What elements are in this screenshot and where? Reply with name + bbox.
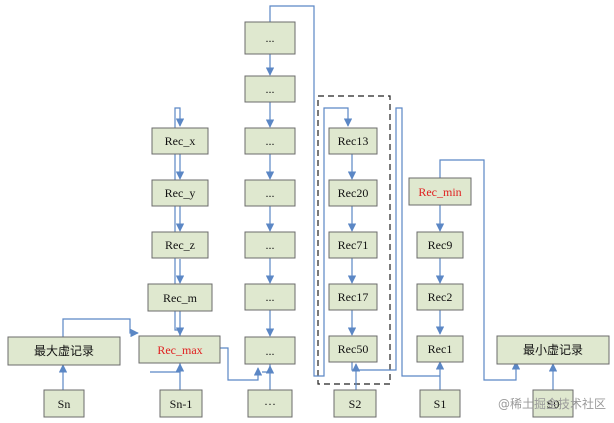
node-rec-x-label: Rec_x <box>165 134 196 148</box>
node-rec71: Rec71 <box>328 231 378 259</box>
node-rec50: Rec50 <box>328 335 378 363</box>
node-rec9: Rec9 <box>416 231 464 259</box>
node-dots-6: ... <box>244 283 296 311</box>
node-s1: S1 <box>419 389 461 418</box>
edge-rec50-to-recmin <box>351 107 440 377</box>
column-dots: ... ... ... ... ... ... ... <box>244 21 296 365</box>
group-dashed-box <box>317 95 391 385</box>
node-rec13: Rec13 <box>328 127 378 155</box>
node-dots-2: ... <box>244 75 296 103</box>
node-rec13-label: Rec13 <box>338 134 369 148</box>
node-dots-5-label: ... <box>266 238 275 252</box>
node-rec-m: Rec_m <box>147 283 213 312</box>
edge-col2-top-loop <box>269 5 353 377</box>
column-rec13: Rec13 Rec20 Rec71 Rec17 Rec50 <box>328 127 378 363</box>
slot-row: Sn Sn-1 ··· S2 S1 S0 <box>43 389 574 418</box>
node-rec1: Rec1 <box>416 335 464 363</box>
node-dots-4: ... <box>244 179 296 207</box>
node-s-dots-label: ··· <box>264 397 276 411</box>
node-dots-3-label: ... <box>266 134 275 148</box>
edge-recmax-to-col2 <box>220 347 263 381</box>
node-s1-label: S1 <box>434 397 447 411</box>
edge-recmax-out <box>150 363 181 373</box>
node-dots-1-label: ... <box>266 31 275 45</box>
node-s-dots: ··· <box>247 389 293 418</box>
node-sn1-label: Sn-1 <box>170 397 193 411</box>
node-dots-4-label: ... <box>266 186 275 200</box>
node-rec17-label: Rec17 <box>338 290 369 304</box>
watermark-text: @稀土掘金技术社区 <box>498 396 606 411</box>
node-rec-z-label: Rec_z <box>165 238 195 252</box>
node-rec9-label: Rec9 <box>428 238 453 252</box>
node-dots-1: ... <box>244 21 296 55</box>
node-rec20-label: Rec20 <box>338 186 369 200</box>
node-dots-7-label: ... <box>266 344 275 358</box>
node-dots-7: ... <box>244 336 296 365</box>
node-rec-x: Rec_x <box>151 127 209 155</box>
node-s2-label: S2 <box>349 397 362 411</box>
node-rec-max-label: Rec_max <box>157 343 202 357</box>
node-rec-max: Rec_max <box>138 335 221 364</box>
edge-d8-to-d1 <box>262 364 271 373</box>
node-rec2: Rec2 <box>416 283 464 311</box>
node-rec1-label: Rec1 <box>428 342 453 356</box>
node-rec-min-label: Rec_min <box>418 185 461 199</box>
node-sn1: Sn-1 <box>159 389 203 418</box>
node-rec-z: Rec_z <box>151 231 209 259</box>
node-sn-label: Sn <box>58 397 71 411</box>
node-s2: S2 <box>333 389 377 418</box>
node-s0-label: S0 <box>547 397 560 411</box>
node-rec50-label: Rec50 <box>338 342 369 356</box>
node-rec17: Rec17 <box>328 283 378 311</box>
node-dots-5: ... <box>244 231 296 259</box>
node-rec20: Rec20 <box>328 179 378 207</box>
edge-max-to-recmax <box>62 318 139 338</box>
node-dots-2-label: ... <box>266 82 275 96</box>
node-rec-y: Rec_y <box>151 179 209 207</box>
node-min-virtual: 最小虚记录 <box>496 335 610 365</box>
node-s0: S0 <box>532 389 574 418</box>
node-min-virtual-label: 最小虚记录 <box>523 343 583 357</box>
column-rec-x: Rec_x Rec_y Rec_z Rec_m Rec_max <box>138 127 221 364</box>
node-max-virtual: 最大虚记录 <box>7 336 121 366</box>
node-sn: Sn <box>43 389 85 418</box>
node-rec71-label: Rec71 <box>338 238 369 252</box>
node-dots-6-label: ... <box>266 290 275 304</box>
node-max-virtual-label: 最大虚记录 <box>34 344 94 358</box>
edges <box>58 5 558 390</box>
edge-recmin-loop <box>439 159 521 381</box>
node-rec-m-label: Rec_m <box>163 291 198 305</box>
node-rec-min: Rec_min <box>408 177 472 206</box>
node-dots-3: ... <box>244 127 296 155</box>
node-rec-y-label: Rec_y <box>165 186 196 200</box>
column-rec-min: Rec_min Rec9 Rec2 Rec1 <box>408 177 472 363</box>
node-rec2-label: Rec2 <box>428 290 453 304</box>
